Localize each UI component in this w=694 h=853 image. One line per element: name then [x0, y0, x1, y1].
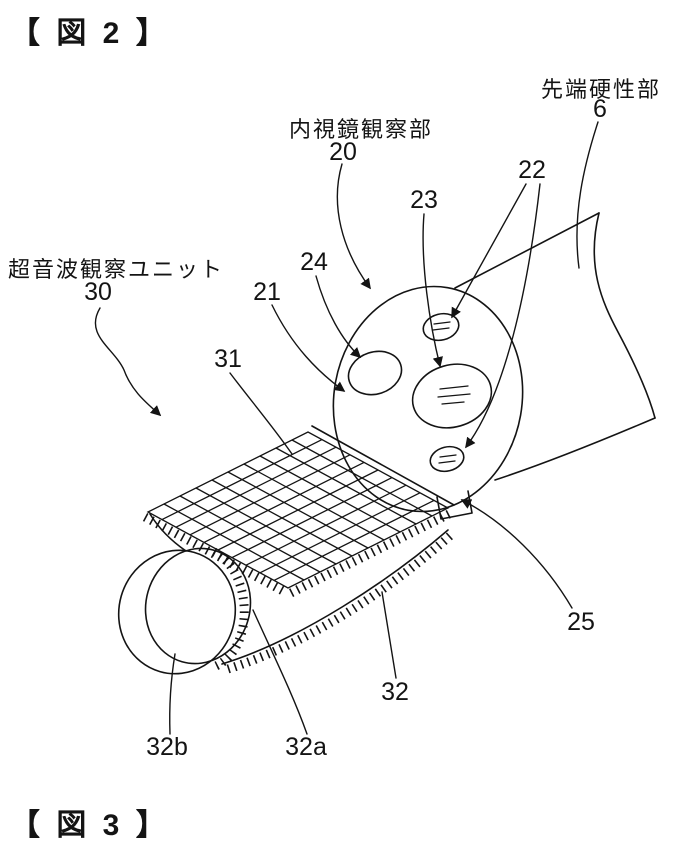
ref-32a: 32a	[285, 733, 327, 761]
ref-30: 30	[84, 278, 112, 306]
leader-20	[336, 163, 371, 290]
objective-lens	[347, 350, 403, 396]
transducer-grid	[148, 432, 448, 588]
surface-hatching	[142, 508, 456, 674]
leader-21	[271, 304, 346, 392]
leader-30	[94, 307, 162, 417]
ref-31: 31	[214, 345, 242, 373]
leader-22a	[451, 183, 527, 319]
illumination-lens-bottom	[429, 445, 465, 473]
end-cap	[117, 549, 237, 675]
leader-32a	[252, 609, 308, 735]
ref-32b: 32b	[146, 733, 188, 761]
ref-24: 24	[300, 248, 328, 276]
figure3-title: 【 図 3 】	[10, 809, 170, 842]
leader-lines	[94, 121, 599, 735]
observation-lens	[411, 363, 493, 429]
label-endoscope-view: 内視鏡観察部	[288, 117, 434, 142]
leader-23	[422, 213, 443, 368]
ref-25: 25	[567, 608, 595, 636]
label-ultrasound-unit: 超音波観察ユニット	[7, 257, 225, 282]
leader-22b	[465, 183, 541, 449]
leader-31	[229, 372, 293, 455]
ref-32: 32	[381, 678, 409, 706]
endoscope-lenses	[347, 312, 493, 473]
label-distal-rigid: 先端硬性部	[540, 77, 662, 102]
ultrasound-housing	[117, 425, 455, 675]
ref-21: 21	[253, 278, 281, 306]
illumination-lens-top	[422, 312, 460, 342]
figure2-title: 【 図 2 】	[10, 17, 170, 50]
leader-32	[381, 591, 397, 679]
ref-20: 20	[329, 138, 357, 166]
leader-25	[460, 499, 573, 609]
ref-22: 22	[518, 156, 546, 184]
ref-6: 6	[593, 95, 607, 123]
leader-24	[315, 275, 362, 359]
leader-32b	[169, 653, 176, 735]
leader-6	[576, 121, 599, 269]
distal-body	[454, 212, 656, 481]
ref-23: 23	[410, 186, 438, 214]
